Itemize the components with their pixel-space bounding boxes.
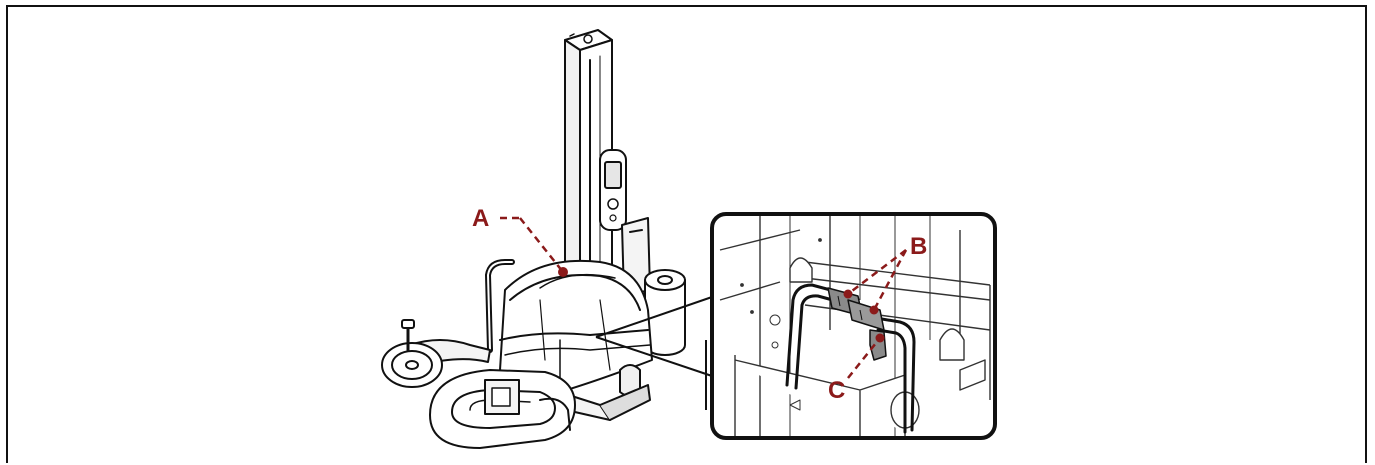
callout-c-dot: [875, 333, 885, 343]
detail-pointer: [595, 296, 713, 410]
push-handle: [485, 259, 515, 353]
callout-leaders: [500, 216, 908, 379]
callout-c-label: C: [828, 377, 845, 404]
detail-inset: [710, 212, 997, 440]
callout-c-leader: [847, 337, 881, 379]
callout-b-leader-1: [847, 249, 907, 295]
outrigger-wheel: [381, 319, 491, 388]
callout-b-dot-1: [843, 289, 853, 299]
battery-connector: [827, 287, 887, 361]
control-panel: [599, 149, 627, 231]
front-bumper: [429, 369, 576, 449]
callout-b-dot-2: [869, 305, 879, 315]
callout-a-dot: [558, 267, 568, 277]
callout-b-label: B: [910, 233, 927, 260]
callout-a-label: A: [472, 205, 489, 232]
figure-frame: [6, 5, 1367, 463]
machine-illustration: [381, 29, 686, 449]
